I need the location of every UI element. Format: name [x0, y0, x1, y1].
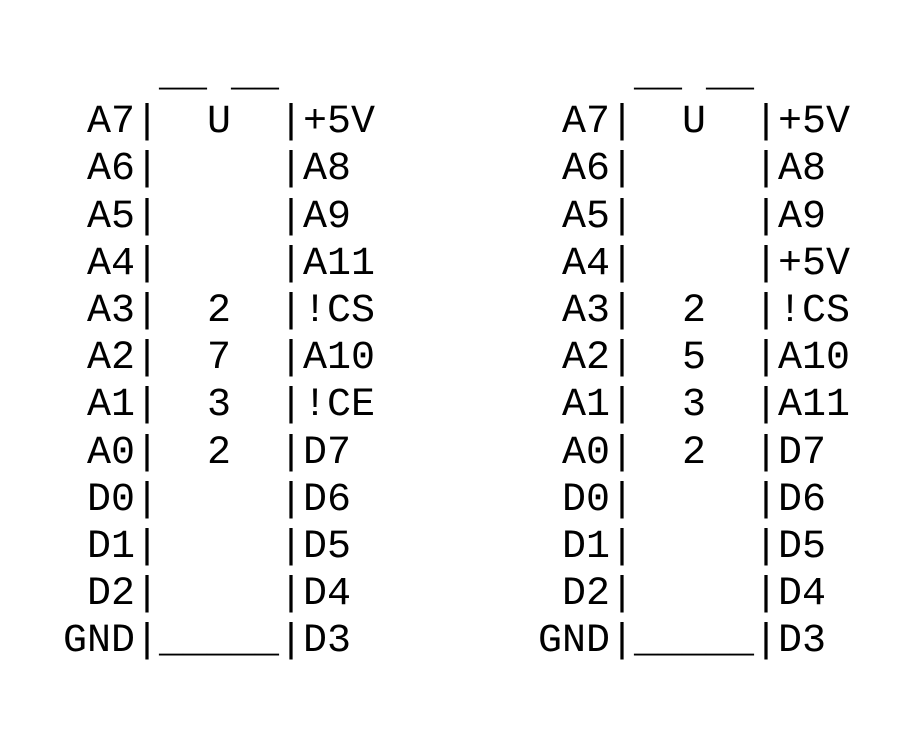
- chip-notch: __ __: [63, 53, 280, 98]
- pin-row-a7: A7| U |+5V: [63, 100, 376, 146]
- pin-row-d1: D1| |D5: [63, 524, 352, 570]
- pin-row-a6: A6| |A8: [63, 147, 352, 193]
- pin-row-a6: A6| |A8: [538, 147, 827, 193]
- pin-row-a1: A1| 3 |!CE: [63, 383, 376, 429]
- pin-row-a3: A3| 2 |!CS: [538, 288, 851, 334]
- pin-row-a5: A5| |A9: [63, 194, 352, 240]
- chip-2532-pinout: __ __ A7| U |+5V A6| |A8 A5| |A9 A4| |+5…: [538, 52, 850, 665]
- pin-row-a4: A4| |+5V: [538, 241, 851, 287]
- pin-row-a4: A4| |A11: [63, 241, 376, 287]
- pin-row-d2: D2| |D4: [63, 572, 352, 618]
- pin-row-a1: A1| 3 |A11: [538, 383, 851, 429]
- pin-row-a2: A2| 5 |A10: [538, 336, 851, 382]
- chip-2732-pinout: __ __ A7| U |+5V A6| |A8 A5| |A9 A4| |A1…: [63, 52, 375, 665]
- pin-row-a7: A7| U |+5V: [538, 100, 851, 146]
- pin-row-gnd: GND|_____|D3: [538, 619, 827, 665]
- pin-row-a5: A5| |A9: [538, 194, 827, 240]
- pin-row-d1: D1| |D5: [538, 524, 827, 570]
- pin-row-d0: D0| |D6: [538, 477, 827, 523]
- pin-row-a2: A2| 7 |A10: [63, 336, 376, 382]
- pin-row-a3: A3| 2 |!CS: [63, 288, 376, 334]
- pin-row-a0: A0| 2 |D7: [538, 430, 827, 476]
- pin-row-gnd: GND|_____|D3: [63, 619, 352, 665]
- pin-row-a0: A0| 2 |D7: [63, 430, 352, 476]
- pin-row-d2: D2| |D4: [538, 572, 827, 618]
- pin-row-d0: D0| |D6: [63, 477, 352, 523]
- chip-notch: __ __: [538, 53, 755, 98]
